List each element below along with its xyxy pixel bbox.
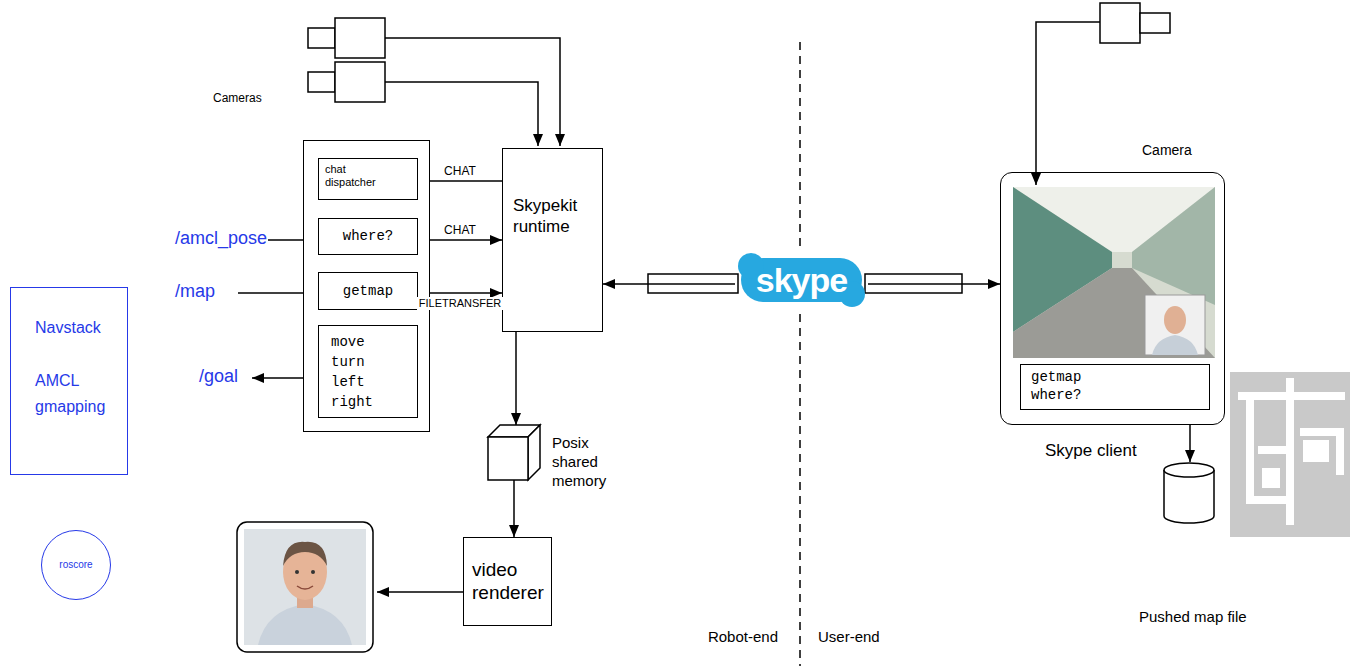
connector-arrow <box>513 480 515 537</box>
corridor-photo <box>1145 295 1205 355</box>
text-label: Robot-end <box>688 628 778 645</box>
module-panel: chat dispatcher where? getmap move turn lef… <box>303 140 430 432</box>
user-camera <box>1100 3 1170 43</box>
corridor-photo <box>1152 335 1198 355</box>
user-camera-wire <box>1036 22 1100 185</box>
video-display <box>237 522 373 652</box>
skype-logo: skype <box>735 250 868 310</box>
text-label: /map <box>175 281 215 302</box>
video-display <box>258 604 352 645</box>
node-shape <box>528 425 540 480</box>
runtime-box: Skypekit runtime <box>502 148 603 332</box>
node-text: Pushed map file <box>1139 608 1247 626</box>
video-display <box>283 542 327 566</box>
connector-arrow <box>868 283 1000 285</box>
video-display <box>311 570 315 574</box>
user-camera <box>1100 3 1140 43</box>
node-text: AMCL gmapping <box>35 368 119 420</box>
corridor-photo <box>1164 306 1186 334</box>
divider-line <box>799 314 801 666</box>
node-text: getmap <box>343 283 393 300</box>
skype-client-frame: Skype clientgetmap where? <box>1000 172 1225 425</box>
node-shape <box>488 437 528 480</box>
map-file-cylinder: Pushed map file <box>1163 462 1215 524</box>
node-text: where? <box>343 228 393 245</box>
text-label: Cameras <box>213 91 262 105</box>
user-camera-wire <box>1036 22 1100 185</box>
map-image <box>1230 372 1350 537</box>
node-text: roscore <box>59 559 92 571</box>
node-shape <box>488 425 540 480</box>
shared-memory-cube: Posix shared memory <box>488 425 540 480</box>
node-text: Skypekit runtime <box>513 195 596 237</box>
node-text: video renderer <box>472 558 545 604</box>
text-label: User-end <box>818 628 880 645</box>
corridor-photo <box>1013 268 1215 358</box>
corridor-photo <box>1013 187 1215 358</box>
node-text: move turn left right <box>331 332 378 412</box>
command-box: where? <box>318 218 418 255</box>
robot-cameras <box>308 72 335 92</box>
video-display <box>297 586 313 589</box>
robot-cameras <box>308 18 385 102</box>
display-arrow <box>377 591 463 593</box>
node-text: Posix shared memory <box>552 433 606 490</box>
video-display <box>244 529 366 645</box>
camera-wires <box>385 38 560 146</box>
edge-label: FILETRANSFER <box>417 297 504 310</box>
map-image <box>1262 468 1280 488</box>
robot-cameras <box>335 18 385 58</box>
dispatcher-box: chat dispatcher <box>318 158 418 200</box>
node-text: Navstack <box>35 318 101 338</box>
video-display <box>295 570 299 574</box>
connector-arrow <box>418 239 502 241</box>
divider-line <box>799 42 801 666</box>
connector-arrow <box>603 283 735 285</box>
robot-cameras <box>308 28 335 48</box>
connector-arrow <box>418 180 502 182</box>
renderer-box: video renderer <box>463 537 552 626</box>
camera-wires <box>385 82 538 146</box>
connector-arrow <box>418 292 502 294</box>
divider-line <box>799 42 801 248</box>
node-shape <box>1164 470 1214 523</box>
edge-label: CHAT <box>442 165 478 178</box>
text-label: Camera <box>1142 142 1192 158</box>
camera-wires <box>385 38 560 146</box>
map-image <box>1238 378 1345 525</box>
text-label: /goal <box>199 366 238 387</box>
connector-arrow <box>515 332 517 425</box>
command-box: getmap <box>318 272 418 310</box>
node-shape <box>741 258 862 302</box>
node-shape <box>1164 463 1214 477</box>
node-text: chat dispatcher <box>325 163 389 189</box>
command-box: move turn left right <box>318 325 418 418</box>
robot-cameras <box>335 62 385 102</box>
roscore-circle: roscore <box>41 530 111 600</box>
user-camera <box>1140 13 1170 33</box>
node-text: Skype client <box>1045 441 1137 461</box>
edge-label: CHAT <box>442 224 478 237</box>
map-image <box>1303 440 1329 462</box>
chat-input-box: getmap where? <box>1020 364 1210 410</box>
map-image <box>1230 372 1350 537</box>
video-display <box>237 522 373 652</box>
node-text: getmap where? <box>1031 368 1094 404</box>
connector-arrow <box>1189 425 1191 462</box>
display-arrow <box>377 591 463 593</box>
node-shape <box>1163 462 1215 524</box>
node-text: skype <box>756 260 847 300</box>
text-label: /amcl_pose <box>175 228 267 249</box>
ros-stack-box: NavstackAMCL gmapping <box>10 287 128 475</box>
corridor-photo <box>1013 187 1215 358</box>
